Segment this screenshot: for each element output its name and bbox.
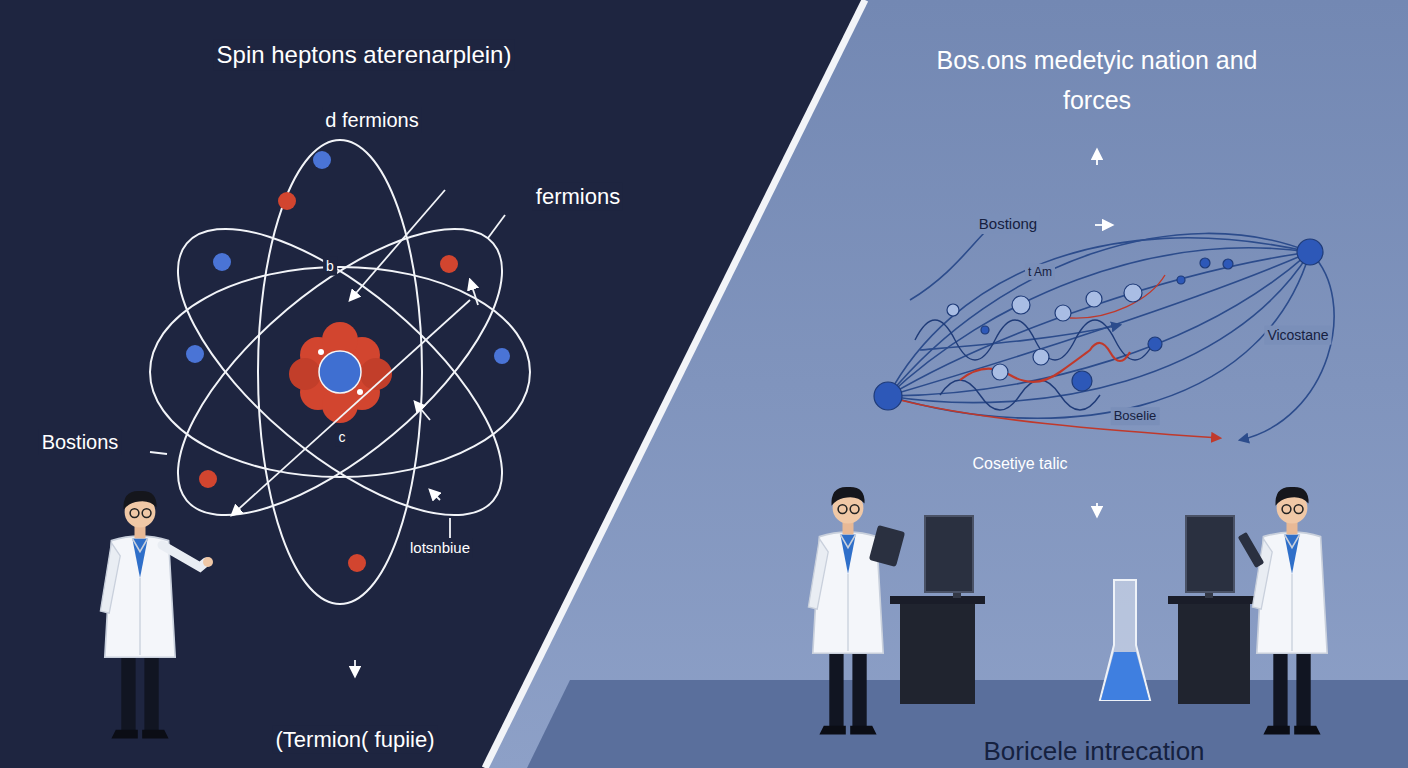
particle-label: fermions (533, 183, 623, 211)
particle-label: t Am (1025, 264, 1055, 280)
particle-label: Bostions (39, 429, 122, 455)
particle-label: lotsnbiue (407, 538, 473, 558)
callout-letter: c (336, 428, 349, 447)
particle-label: Boselie (1111, 407, 1160, 425)
interaction-note: Cosetiye talic (969, 453, 1070, 474)
particle-label: d fermions (322, 107, 421, 133)
particle-label: Bostiong (976, 214, 1040, 234)
panel-heading: Bos.ons medetyic nation and forces (929, 39, 1265, 121)
particle-label: Vicostane (1264, 326, 1331, 345)
panel-caption: (Termion( fupiie) (273, 726, 438, 754)
panel-caption: Boricele intrecation (980, 735, 1207, 768)
panel-heading: Spin heptons aterenarplein) (214, 40, 515, 71)
callout-letter: b (323, 257, 337, 276)
